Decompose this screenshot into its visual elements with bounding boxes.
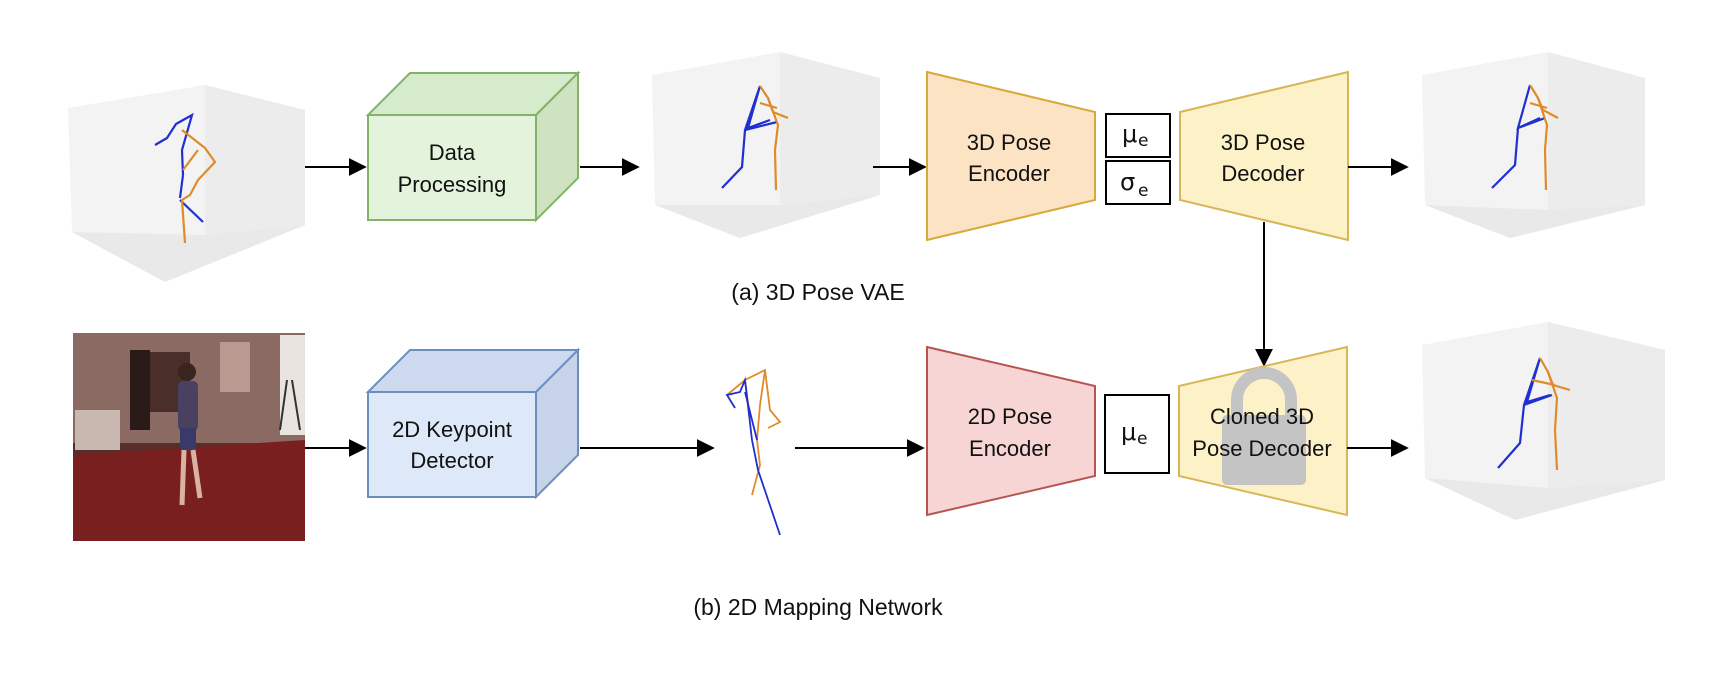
keypoint-detector-label-2: Detector [410,448,493,473]
input-rgb-image [73,333,305,541]
skeleton-predicted [1497,357,1571,471]
caption-mapping: (b) 2D Mapping Network [693,594,943,620]
latent-mu-subscript-a: e [1138,131,1148,151]
normalized-3d-pose-plot [652,52,880,238]
reconstructed-3d-pose-plot [1422,52,1645,238]
pose3d-decoder-label-2: Decoder [1221,161,1304,186]
lock-icon [1222,367,1306,485]
data-processing-label-1: Data [429,140,476,165]
pose3d-decoder-block: 3D Pose Decoder [1179,70,1349,242]
pose3d-decoder-label-1: 3D Pose [1221,130,1305,155]
cloned-decoder-label-1: Cloned 3D [1210,404,1314,429]
input-3d-pose-plot [68,85,305,282]
cloned-decoder-block: Cloned 3D Pose Decoder [1178,345,1348,517]
latent-sigma-subscript: e [1138,181,1148,201]
pose2d-encoder-label-2: Encoder [969,436,1051,461]
pose3d-encoder-block: 3D Pose Encoder [926,70,1096,242]
data-processing-label-2: Processing [398,172,507,197]
skeleton-input [154,112,217,244]
keypoint-detector-block: 2D Keypoint Detector [365,347,581,500]
cloned-decoder-label-2: Pose Decoder [1192,436,1331,461]
latent-sigma-box: σ e [1105,160,1171,205]
predicted-3d-pose-plot [1422,322,1665,520]
latent-mu-symbol-b: μ [1121,418,1136,446]
latent-mu-box-a: μ e [1105,113,1171,158]
caption-vae: (a) 3D Pose VAE [731,279,904,305]
pose2d-encoder-label-1: 2D Pose [968,404,1052,429]
latent-mu-subscript-b: e [1137,429,1147,449]
pose2d-encoder-block: 2D Pose Encoder [926,345,1096,517]
skeleton-reconstructed [1491,84,1559,191]
keypoint-detector-label-1: 2D Keypoint [392,417,512,442]
data-processing-block: Data Processing [365,70,581,223]
latent-mu-box-b: μ e [1104,394,1170,474]
keypoints-2d-skeleton [725,368,782,536]
pose3d-encoder-label-2: Encoder [968,161,1050,186]
skeleton-normalized [721,85,789,191]
pose3d-encoder-label-1: 3D Pose [967,130,1051,155]
latent-sigma-symbol: σ [1120,168,1135,196]
latent-mu-symbol-a: μ [1122,120,1137,148]
